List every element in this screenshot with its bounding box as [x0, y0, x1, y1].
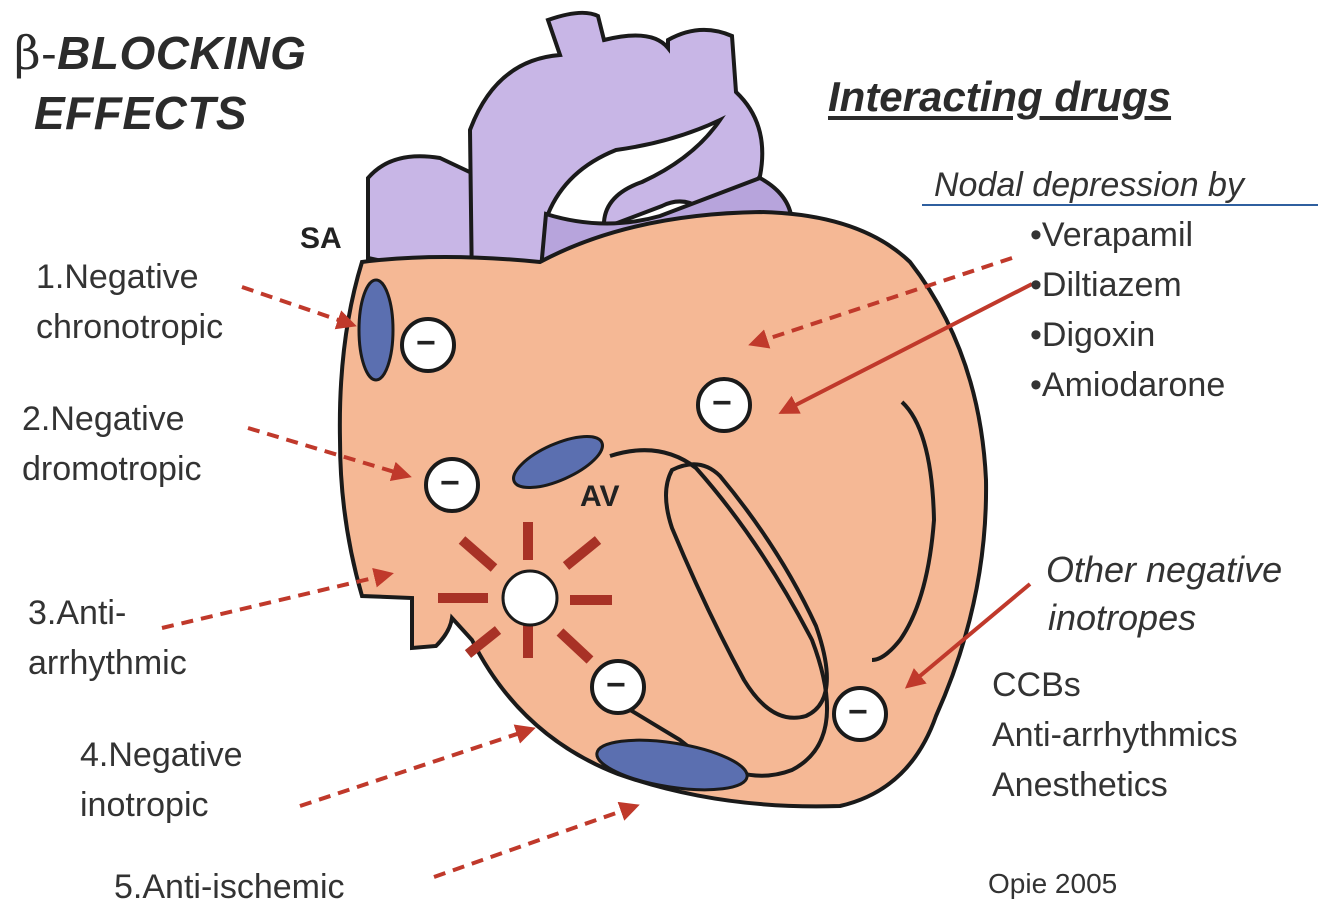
- effect-3-line-1: 3.Anti-: [28, 588, 187, 638]
- effect-4-label: 4.Negative inotropic: [80, 730, 243, 830]
- effect-4-line-2: inotropic: [80, 780, 243, 830]
- superior-vena-cava: [368, 156, 478, 265]
- effect-5-label: 5.Anti-ischemic: [114, 862, 345, 912]
- nodal-drug-1: •Verapamil: [1030, 210, 1225, 260]
- inotrope-drug-1: CCBs: [992, 660, 1238, 710]
- inotrope-drug-2: Anti-arrhythmics: [992, 710, 1238, 760]
- effect-3-line-2: arrhythmic: [28, 638, 187, 688]
- sa-node-label: SA: [300, 224, 342, 254]
- arrow-antiischemic: [434, 806, 636, 877]
- effect-4-line-1: 4.Negative: [80, 730, 243, 780]
- effect-1-line-2: chronotropic: [36, 302, 223, 352]
- minus-sign-inotropic: −: [606, 668, 626, 702]
- sa-node-tissue: [359, 280, 393, 380]
- nodal-drug-2: •Diltiazem: [1030, 260, 1225, 310]
- nodal-depression-rule: [922, 204, 1318, 206]
- other-inotropes-heading-2: inotropes: [1048, 600, 1196, 636]
- effect-2-label: 2.Negative dromotropic: [22, 394, 202, 494]
- nodal-drug-list: •Verapamil •Diltiazem •Digoxin •Amiodaro…: [1030, 210, 1225, 410]
- heart-body: [340, 212, 986, 806]
- inotrope-drug-list: CCBs Anti-arrhythmics Anesthetics: [992, 660, 1238, 810]
- inotrope-drug-3: Anesthetics: [992, 760, 1238, 810]
- effect-2-line-1: 2.Negative: [22, 394, 202, 444]
- nodal-drug-3: •Digoxin: [1030, 310, 1225, 360]
- source-credit: Opie 2005: [988, 870, 1117, 898]
- title-line-2: EFFECTS: [34, 90, 247, 136]
- arrhythmia-focus: [503, 571, 557, 625]
- other-inotropes-heading-1: Other negative: [1046, 552, 1282, 588]
- arrow-antiarrhythmic: [162, 574, 390, 628]
- title-beta: β-: [14, 26, 57, 80]
- effect-1-label: 1.Negative chronotropic: [36, 252, 223, 352]
- interacting-drugs-heading: Interacting drugs: [828, 76, 1171, 118]
- effect-1-line-1: 1.Negative: [36, 252, 223, 302]
- minus-sign-nodal: −: [712, 386, 732, 420]
- minus-sign-sa: −: [416, 326, 436, 360]
- effect-3-label: 3.Anti- arrhythmic: [28, 588, 187, 688]
- arrow-inotropic: [300, 729, 532, 806]
- effect-2-line-2: dromotropic: [22, 444, 202, 494]
- minus-sign-other-inotropes: −: [848, 695, 868, 729]
- nodal-drug-4: •Amiodarone: [1030, 360, 1225, 410]
- effect-5-line-1: 5.Anti-ischemic: [114, 862, 345, 912]
- title-line-1: BLOCKING: [57, 27, 306, 79]
- av-node-label: AV: [580, 482, 619, 512]
- nodal-depression-heading: Nodal depression by: [934, 168, 1244, 202]
- diagram-title: β-BLOCKING: [14, 30, 306, 76]
- arrow-chronotropic: [242, 287, 353, 325]
- minus-sign-av: −: [440, 466, 460, 500]
